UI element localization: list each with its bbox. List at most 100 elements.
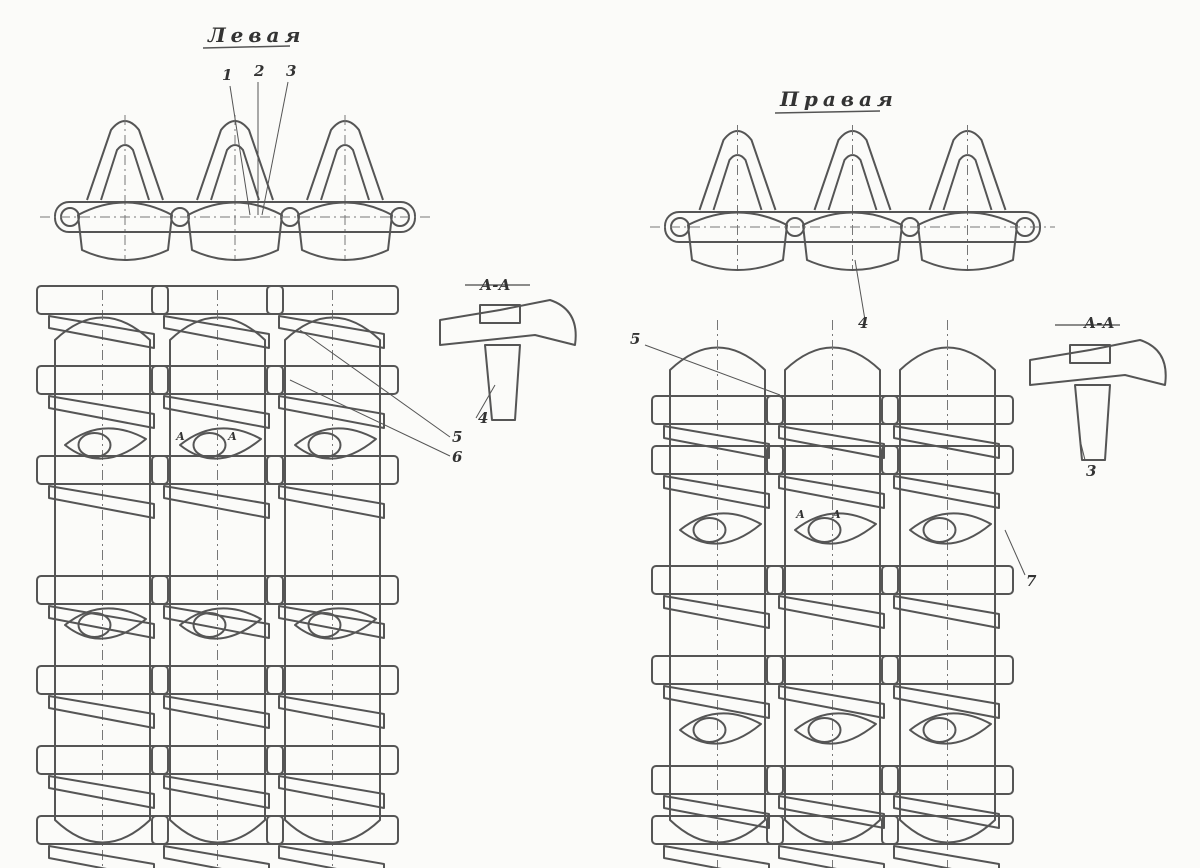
track-pin-boss [266,365,399,395]
track-pin-boss [151,285,284,315]
track-tooth-inner [320,144,370,201]
track-pin-boss [36,665,169,695]
track-tooth-inner [942,154,993,211]
grouser [663,595,770,629]
callout-1: 1 [222,66,232,84]
grouser [778,685,885,719]
horn-eye [922,517,957,543]
grouser [893,845,1000,868]
track-pin-boss [151,575,284,605]
track-pin-boss [151,745,284,775]
leader-line [229,85,251,216]
grouser [893,685,1000,719]
grouser [278,395,385,429]
grouser [893,795,1000,829]
track-pin-boss [266,285,399,315]
grouser [663,425,770,459]
track-pin-boss [651,565,784,595]
track-pin-boss [651,655,784,685]
callout-3: 3 [1086,462,1096,480]
grouser [778,425,885,459]
leader-line [854,259,866,321]
grouser [163,485,270,519]
track-shoe [169,316,266,844]
track-pin-boss [766,565,899,595]
track-tooth-inner [827,154,878,211]
section-mark: А [795,508,805,521]
section-body [1029,339,1167,386]
grouser [278,605,385,639]
section-nut [1069,344,1111,364]
horn-eye [77,612,112,638]
grouser [893,475,1000,509]
grouser [48,605,155,639]
callout-5: 5 [630,330,640,348]
grouser [278,315,385,349]
track-pin-boss [881,815,1014,845]
grouser [163,605,270,639]
track-pin-boss [766,445,899,475]
track-shoe [784,346,881,844]
section-mark: А [831,508,841,521]
right-title: Правая [779,87,898,111]
grouser [163,845,270,868]
track-pin-boss [151,365,284,395]
left-title: Левая [207,23,305,47]
grouser [663,475,770,509]
leader-line [299,329,451,438]
section-body [439,299,577,346]
left-title-underline [202,45,291,49]
track-tooth-inner [712,154,763,211]
grouser [278,775,385,809]
leader-line [261,81,289,216]
leader-line [644,344,781,396]
track-pin-boss [881,565,1014,595]
track-pin-boss [651,765,784,795]
grouser [778,845,885,868]
grouser [48,775,155,809]
section-tooth [484,344,521,421]
callout-2: 2 [253,62,264,80]
track-pin-boss [881,445,1014,475]
grouser [48,485,155,519]
grouser [278,485,385,519]
horn-eye [307,612,342,638]
grouser [778,475,885,509]
track-pin-boss [151,665,284,695]
grouser [163,315,270,349]
section-nut [479,304,521,324]
leader-line [1004,529,1026,576]
track-pin-boss [651,395,784,425]
horn-eye [807,517,842,543]
leader-line [475,384,496,419]
track-pin-boss [36,365,169,395]
track-pin-boss [881,765,1014,795]
track-shoe [669,346,766,844]
track-pin-boss [881,395,1014,425]
horn-eye [192,432,227,458]
section-tooth [1074,384,1111,461]
track-pin-boss [266,665,399,695]
leader-line [1079,439,1086,461]
callout-4: 4 [858,314,868,332]
track-pin-boss [766,655,899,685]
grouser [48,395,155,429]
track-pin-boss [36,815,169,845]
track-pin-boss [151,815,284,845]
track-shoe [54,316,151,844]
track-pin-boss [266,745,399,775]
grouser [663,795,770,829]
track-pin-boss [36,745,169,775]
track-tooth-inner [210,144,260,201]
grouser [778,595,885,629]
right-section-label: А-А [1083,314,1115,332]
track-pin-boss [766,815,899,845]
callout-4: 4 [478,409,488,427]
callout-7: 7 [1026,572,1037,590]
grouser [163,395,270,429]
track-pin-boss [651,815,784,845]
callout-3: 3 [286,62,296,80]
grouser [48,695,155,729]
grouser [278,845,385,868]
